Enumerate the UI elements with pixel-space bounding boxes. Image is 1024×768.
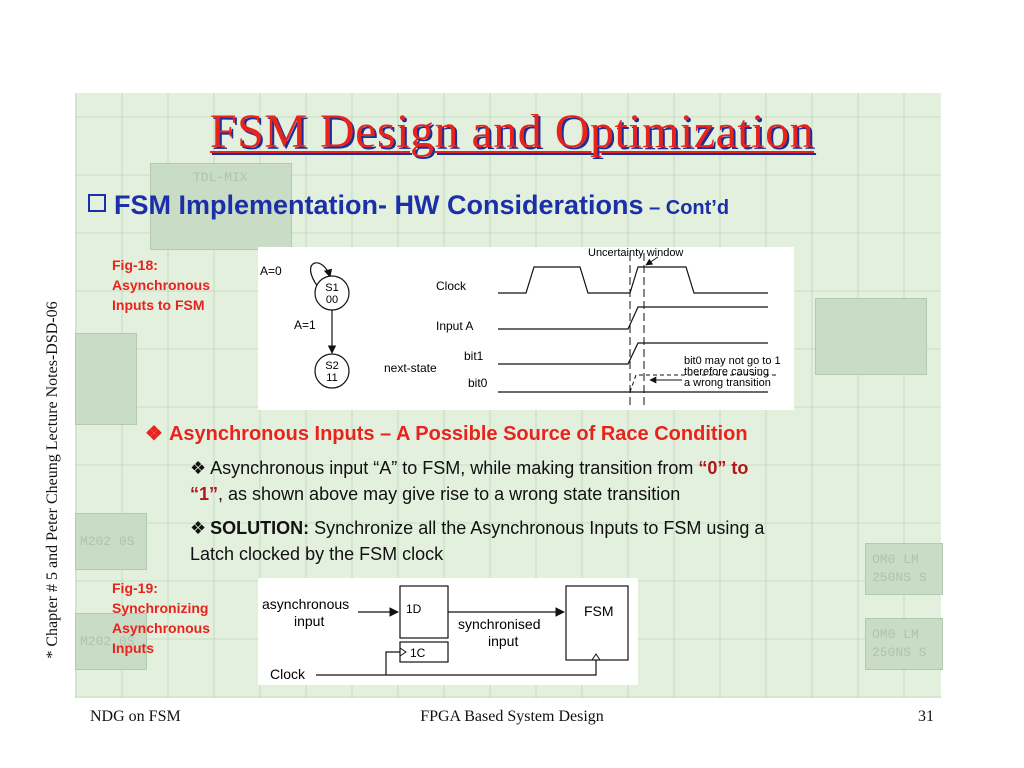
sub-bullet-1-text: Asynchronous input “A” to FSM, while mak… <box>210 458 699 478</box>
circuit-chip: OM0 LM 250NS S <box>865 543 943 595</box>
circuit-chip <box>815 298 927 375</box>
latch-c-label: 1C <box>410 646 426 660</box>
diamond-bullet-icon: ❖ <box>145 423 163 445</box>
chip-label: M202 0S <box>80 634 135 649</box>
highlight-1: “1” <box>190 484 219 504</box>
circuit-chip: OM0 LM 250NS S <box>865 618 943 670</box>
note-line-1: bit0 may not go to 1 <box>684 355 781 367</box>
sub-bullet-2-line-2: Latch clocked by the FSM clock <box>190 544 444 564</box>
fig18-diagram: A=0 S1 00 A=1 S2 11 Clock Input A bit1 n… <box>258 247 794 410</box>
clock-label: Clock <box>270 666 306 682</box>
state-s1-code: 00 <box>326 294 338 306</box>
latch-box <box>399 585 449 639</box>
timing-bit0-label: bit0 <box>468 376 488 390</box>
slide-title: FSM Design and Optimization <box>209 105 815 158</box>
fsm-box <box>565 585 629 661</box>
latch-clock-line <box>385 651 400 675</box>
state-a1-label: A=1 <box>294 318 316 332</box>
chip-label: 250NS S <box>872 645 927 660</box>
state-s2-code: 11 <box>326 372 337 384</box>
uncertainty-arrow <box>645 256 659 266</box>
chip-label: OM0 LM <box>872 627 919 642</box>
side-reference-note: * Chapter # 5 and Peter Cheung Lecture N… <box>44 301 61 659</box>
fig18-caption: Fig-18: Asynchronous Inputs to FSM <box>112 255 210 315</box>
state-a0-label: A=0 <box>260 264 282 278</box>
circuit-chip: TDL-MIX <box>150 163 292 250</box>
circuit-chip: M202 0S <box>75 613 147 670</box>
bit1-waveform <box>498 342 768 365</box>
chip-label: M202 0S <box>80 534 135 549</box>
fig19-caption-line: Fig-19: <box>112 580 158 596</box>
footer-center: FPGA Based System Design <box>420 708 604 725</box>
input-a-waveform <box>498 306 768 330</box>
fig19-caption-line: Synchronizing <box>112 600 209 616</box>
fig18-caption-line: Fig-18: <box>112 257 158 273</box>
checkbox-bullet-icon <box>88 194 106 212</box>
self-loop-arrow <box>310 262 333 288</box>
section-heading-text: FSM Implementation- HW Considerations <box>114 190 644 220</box>
clock-line <box>316 660 597 676</box>
timing-clock-label: Clock <box>436 279 467 293</box>
circuit-chip: M202 0S <box>75 513 147 570</box>
section-heading-suffix: – Cont’d <box>643 197 730 219</box>
uncertainty-window-label: Uncertainty window <box>588 247 683 259</box>
fig19-diagram: asynchronous input 1D 1C synchronised in… <box>258 578 638 685</box>
highlight-0-to: “0” to <box>698 458 749 478</box>
state-s2-name: S2 <box>325 360 338 372</box>
note-line-3: a wrong transition <box>684 377 771 389</box>
sub-bullet-2-text: Synchronize all the Asynchronous Inputs … <box>309 518 765 538</box>
circuit-chip <box>75 333 137 425</box>
async-input-label-1: asynchronous <box>262 596 349 612</box>
main-bullet: ❖Asynchronous Inputs – A Possible Source… <box>145 421 748 446</box>
fsm-label: FSM <box>584 603 614 619</box>
fig18-caption-line: Inputs to FSM <box>112 297 205 313</box>
async-input-label-2: input <box>294 613 324 629</box>
diamond-bullet-icon: ❖ <box>190 458 207 478</box>
timing-next-state-label: next-state <box>384 361 437 375</box>
timing-bit1-label: bit1 <box>464 349 484 363</box>
main-bullet-text: Asynchronous Inputs – A Possible Source … <box>168 423 748 445</box>
latch-clock-triangle <box>399 647 407 657</box>
note-line-2: therefore causing <box>684 366 769 378</box>
solution-label: SOLUTION: <box>210 518 310 538</box>
fsm-clock-triangle <box>591 653 601 661</box>
state-s2-circle <box>314 353 350 389</box>
fig18-caption-line: Asynchronous <box>112 277 211 293</box>
fig19-caption-line: Asynchronous <box>112 620 211 636</box>
diamond-bullet-icon: ❖ <box>190 518 207 538</box>
state-s1-name: S1 <box>325 282 338 294</box>
timing-input-a-label: Input A <box>436 319 473 333</box>
clock-waveform <box>498 266 768 294</box>
sync-input-label-1: synchronised <box>458 616 541 632</box>
sub-bullet-1: ❖Asynchronous input “A” to FSM, while ma… <box>190 455 920 507</box>
section-heading: FSM Implementation- HW Considerations – … <box>88 190 729 221</box>
page-number: 31 <box>918 708 934 725</box>
sync-input-label-2: input <box>488 633 518 649</box>
latch-d-label: 1D <box>406 602 422 616</box>
fig19-caption-line: Inputs <box>112 640 154 656</box>
chip-label: OM0 LM <box>872 552 919 567</box>
footer-left: NDG on FSM <box>90 708 181 725</box>
fig19-caption: Fig-19: Synchronizing Asynchronous Input… <box>112 578 210 658</box>
sub-bullet-1-rest: , as shown above may give rise to a wron… <box>218 484 681 504</box>
bit0-dashed-waveform <box>629 374 778 393</box>
chip-label: 250NS S <box>872 570 927 585</box>
sub-bullet-2: ❖SOLUTION: Synchronize all the Asynchron… <box>190 515 930 567</box>
chip-label: TDL-MIX <box>193 170 248 185</box>
